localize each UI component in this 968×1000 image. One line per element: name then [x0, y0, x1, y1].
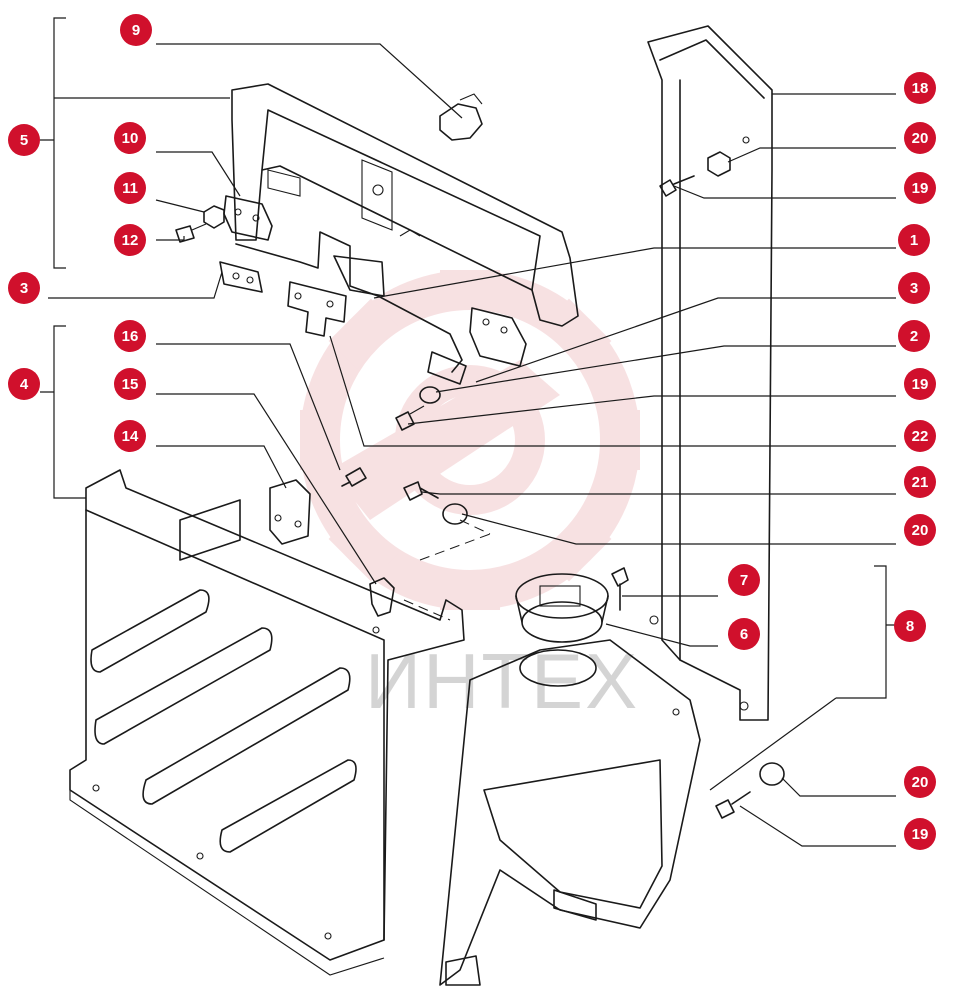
guide-lines: [403, 519, 491, 621]
bracket-14: [269, 479, 311, 545]
callout-8: 8: [894, 610, 926, 642]
knob-9: [439, 93, 483, 141]
foot-15: [369, 577, 395, 617]
tank-body: [439, 639, 701, 986]
callout-19-mid: 19: [904, 368, 936, 400]
hinge-plate-10: [223, 195, 273, 241]
screw-19-bottom: [715, 791, 751, 819]
screw-16: [341, 467, 367, 487]
callout-5: 5: [8, 124, 40, 156]
svg-text:9: 9: [132, 22, 140, 39]
svg-text:1: 1: [910, 232, 918, 249]
svg-text:11: 11: [122, 180, 138, 197]
bracket-5: [40, 17, 230, 269]
callout-11: 11: [114, 172, 146, 204]
callout-10: 10: [114, 122, 146, 154]
nut-11: [203, 205, 225, 229]
base-frame: [69, 469, 465, 976]
svg-text:7: 7: [740, 572, 748, 589]
callout-14: 14: [114, 420, 146, 452]
svg-text:20: 20: [912, 774, 929, 791]
hinge-plate-right: [469, 307, 527, 367]
svg-text:21: 21: [912, 474, 929, 491]
callout-21: 21: [904, 466, 936, 498]
bracket-4: [40, 325, 86, 499]
svg-text:3: 3: [910, 280, 918, 297]
callout-19-top: 19: [904, 172, 936, 204]
svg-text:14: 14: [122, 428, 139, 445]
washer-20-bottom: [759, 762, 785, 786]
svg-text:22: 22: [912, 428, 929, 445]
nut-20-top: [707, 151, 731, 177]
callout-2: 2: [898, 320, 930, 352]
svg-text:15: 15: [122, 376, 139, 393]
screw-19-top: [659, 175, 695, 197]
svg-text:8: 8: [906, 618, 914, 635]
svg-text:4: 4: [20, 376, 29, 393]
callout-15: 15: [114, 368, 146, 400]
callout-20-mid: 20: [904, 514, 936, 546]
callout-1: 1: [898, 224, 930, 256]
bracket-8: [709, 565, 896, 791]
svg-text:12: 12: [122, 232, 139, 249]
callout-16: 16: [114, 320, 146, 352]
screw-12: [175, 223, 207, 243]
callout-9: 9: [120, 14, 152, 46]
svg-text:19: 19: [912, 376, 929, 393]
callout-7: 7: [728, 564, 760, 596]
callout-12: 12: [114, 224, 146, 256]
clip-plate-right: [427, 351, 467, 385]
wire-rod: [235, 231, 463, 373]
clip-plate-left: [219, 261, 263, 293]
screw-19-mid: [395, 405, 425, 431]
svg-text:6: 6: [740, 626, 748, 643]
top-frame: [231, 83, 579, 327]
callout-6: 6: [728, 618, 760, 650]
leader-lines: [48, 43, 896, 847]
svg-text:16: 16: [122, 328, 139, 345]
washer-20-mid: [442, 503, 468, 525]
vertical-rail-18: [647, 25, 773, 721]
callout-4: 4: [8, 368, 40, 400]
svg-text:20: 20: [912, 130, 929, 147]
svg-text:18: 18: [912, 80, 929, 97]
callout-20-top: 20: [904, 122, 936, 154]
callout-3-right: 3: [898, 272, 930, 304]
watermark-logo: [300, 270, 640, 610]
svg-text:20: 20: [912, 522, 929, 539]
svg-text:5: 5: [20, 132, 28, 149]
callout-22: 22: [904, 420, 936, 452]
screw-7: [611, 567, 629, 611]
filler-cap-6: [515, 573, 609, 643]
t-bracket-22: [287, 281, 347, 337]
callout-3-left: 3: [8, 272, 40, 304]
washer-2: [419, 386, 441, 404]
callout-20-bottom: 20: [904, 766, 936, 798]
watermark-text: ИНТЕХ: [365, 637, 639, 725]
callout-18: 18: [904, 72, 936, 104]
svg-text:10: 10: [122, 130, 139, 147]
svg-text:3: 3: [20, 280, 28, 297]
callout-19-bottom: 19: [904, 818, 936, 850]
svg-text:19: 19: [912, 180, 929, 197]
svg-text:2: 2: [910, 328, 918, 345]
svg-text:19: 19: [912, 826, 929, 843]
